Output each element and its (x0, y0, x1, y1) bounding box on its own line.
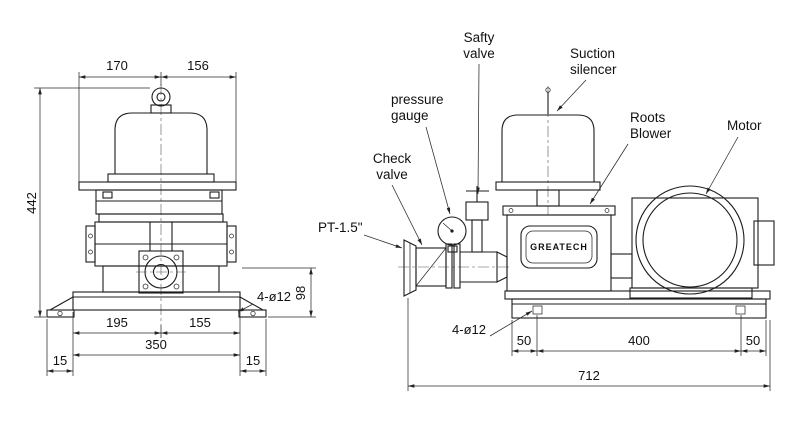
check-valve-and-piping (403, 239, 508, 297)
label-pressure-gauge-line2: gauge (391, 108, 429, 123)
front-bolt-hole-note: 4-ø12 (257, 289, 291, 304)
label-roots-blower-line2: Blower (630, 126, 672, 141)
brand-text: GREATECH (530, 242, 588, 252)
coupling-guard (610, 253, 633, 279)
label-roots-blower-line1: Roots (630, 110, 666, 125)
dim-98: 98 (293, 286, 308, 300)
side-view: GREATECH (318, 30, 775, 391)
terminal-box (753, 220, 775, 266)
front-port-flange (136, 250, 186, 294)
motor-end-bell (635, 185, 745, 295)
side-dimensions: 4-ø12 50 400 50 712 (407, 298, 771, 391)
side-callouts: Safty valve Suction silencer pressure ga… (318, 30, 762, 249)
dim-15-right: 15 (246, 353, 260, 368)
dim-170: 170 (106, 58, 128, 73)
dim-400: 400 (628, 333, 650, 348)
motor (629, 185, 775, 299)
front-pump-body (78, 181, 237, 293)
base-bolt-slot-left (532, 305, 543, 315)
inlet-flange (403, 239, 417, 297)
label-suction-silencer-line1: Suction (570, 46, 615, 61)
roots-blower-body: GREATECH (502, 205, 633, 292)
dim-350: 350 (145, 337, 167, 352)
dim-442: 442 (24, 192, 39, 214)
motor-frame (631, 197, 759, 289)
label-check-valve-line1: Check (373, 151, 412, 166)
dim-712: 712 (578, 368, 600, 383)
side-base (504, 290, 771, 319)
label-pipe-thread: PT-1.5" (318, 220, 363, 235)
dim-155: 155 (189, 315, 211, 330)
base-bolt-slot-right (735, 305, 746, 315)
dim-156: 156 (187, 58, 209, 73)
label-check-valve-line2: valve (376, 167, 408, 182)
motor-rails (629, 287, 753, 299)
nameplate: GREATECH (520, 225, 598, 269)
dim-195: 195 (106, 315, 128, 330)
dim-15-left: 15 (53, 353, 67, 368)
label-pressure-gauge-line1: pressure (391, 92, 444, 107)
label-suction-silencer-line2: silencer (570, 62, 617, 77)
front-view: 170 156 442 195 155 350 15 15 (24, 58, 316, 376)
label-motor: Motor (727, 118, 762, 133)
dim-50-right: 50 (746, 333, 760, 348)
front-dimensions: 170 156 442 195 155 350 15 15 (24, 58, 316, 376)
gauge-needle (442, 222, 453, 232)
label-safety-valve-line2: valve (463, 46, 495, 61)
reducer (496, 251, 508, 283)
dim-50-left: 50 (517, 333, 531, 348)
label-safety-valve-line1: Safty (464, 30, 495, 45)
side-bolt-hole-note: 4-ø12 (452, 322, 486, 337)
safety-valve (465, 186, 489, 253)
front-base (46, 291, 267, 318)
